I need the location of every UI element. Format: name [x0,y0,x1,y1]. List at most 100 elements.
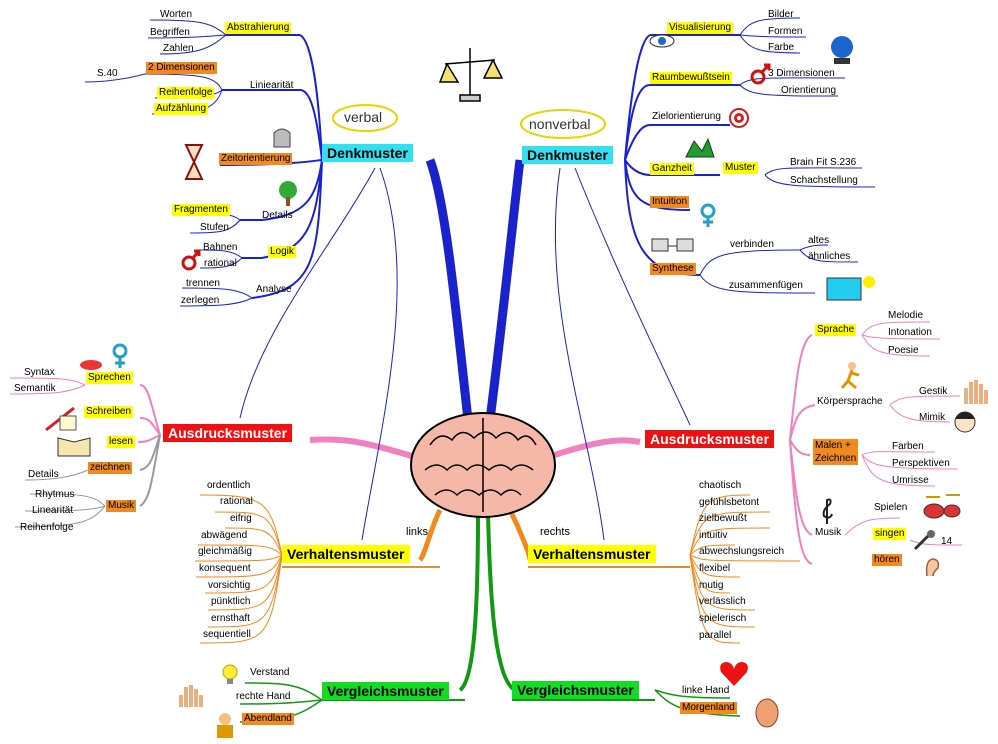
leaf-aehnliches: ähnliches [808,251,851,262]
left-verhaltensmuster-node[interactable]: Verhaltensmuster [282,545,410,563]
right-denkmuster-node[interactable]: Denkmuster [522,146,613,164]
treble-clef-icon [822,498,833,524]
node-zusammenfuegen[interactable]: zusammenfügen [729,280,803,291]
node-linearitaet[interactable]: Liniearität [250,80,294,91]
node-synthese[interactable]: Synthese [650,263,696,275]
quill-icon [45,406,77,432]
hand-icon-left [179,685,203,707]
leaf-syntax: Syntax [24,367,55,378]
leaf-details: Details [28,469,59,480]
node-schreiben[interactable]: Schreiben [84,406,134,418]
leaf-farben: Farben [892,441,924,452]
tree-icon [279,181,297,206]
male-symbol-icon-2 [750,63,771,85]
node-malen-zeichnen[interactable]: Malen +Zeichnen [813,439,859,465]
leaf-spielen: Spielen [874,502,908,513]
leaf-verstand: Verstand [250,667,290,678]
node-raumbewusstsein[interactable]: Raumbewußtsein [650,72,732,84]
leaf-verhalten-left-5: konsequent [199,563,251,574]
leaf-melodie: Melodie [888,310,924,321]
leaf-verhalten-right-7: verlässlich [699,596,746,607]
leaf-s40: S.40 [97,68,118,79]
leaf-semantik: Semantik [14,383,56,394]
node-muster[interactable]: Muster [723,162,758,174]
left-ausdrucksmuster-node[interactable]: Ausdrucksmuster [163,424,293,442]
woman-face-icon [954,411,976,433]
leaf-umrisse: Umrisse [892,475,929,486]
leaf-begriffen: Begriffen [150,27,190,38]
node-zeitorientierung[interactable]: Zeitorientierung [219,153,293,165]
leaf-verhalten-left-6: vorsichtig [208,580,251,591]
leaf-orientierung: Orientierung [781,85,837,96]
node-aufzaehlung[interactable]: Aufzählung [154,103,209,115]
leaf-verhalten-right-4: abwechslungsreich [699,546,785,557]
node-reihenfolge[interactable]: Reihenfolge [157,87,215,99]
lips-icon [80,360,102,370]
camera-icon [826,276,875,301]
leaf-verhalten-right-3: intuitiv [699,530,728,541]
node-intuition[interactable]: Intuition [650,196,690,208]
node-details[interactable]: Details [262,210,293,221]
node-fragmenten[interactable]: Fragmenten [172,204,230,216]
balance-scale-icon [438,48,504,102]
computers-icon [651,238,694,252]
leaf-altes: altes [808,235,830,246]
runner-icon [840,362,860,390]
eye-icon [649,34,675,48]
leaf-rational: rational [204,258,237,269]
node-logik[interactable]: Logik [268,246,296,258]
crystal-ball-icon [831,36,853,64]
node-analyse[interactable]: Analyse [256,284,292,295]
node-sprache[interactable]: Sprache [815,324,857,336]
ear-icon [925,558,940,577]
target-icon [729,108,749,128]
leaf-worten: Worten [160,9,193,20]
leaf-verhalten-right-6: mutig [699,580,724,591]
heart-icon [720,662,748,686]
node-zeichnen[interactable]: zeichnen [88,462,133,474]
node-lesen[interactable]: lesen [107,436,135,448]
node-2-dimensionen[interactable]: 2 Dimensionen [146,62,217,74]
node-ganzheit[interactable]: Ganzheit [650,163,695,175]
female-symbol-icon [112,343,128,368]
gravestone-icon [273,128,291,148]
node-musik-right[interactable]: Musik [815,527,842,538]
right-vergleichsmuster-node[interactable]: Vergleichsmuster [512,681,639,699]
left-vergleichsmuster-node[interactable]: Vergleichsmuster [322,682,449,700]
right-ausdrucksmuster-node[interactable]: Ausdrucksmuster [645,430,775,448]
book-icon [57,437,91,457]
leaf-verhalten-left-1: rational [220,496,253,507]
leaf-rechte-hand: rechte Hand [236,691,291,702]
person-icon [217,713,233,738]
node-koerpersprache[interactable]: Körpersprache [817,396,883,407]
leaf-abendland: Abendland [242,713,294,725]
leaf-verhalten-left-4: gleichmäßig [198,546,252,557]
leaf-hoeren: hören [872,554,902,566]
node-musik-left[interactable]: Musik [106,500,137,512]
malen-label: Malen + [815,440,851,451]
microphone-icon [913,530,935,551]
leaf-singen: singen [873,528,907,540]
node-zielorientierung[interactable]: Zielorientierung [652,111,721,122]
leaf-bahnen: Bahnen [203,242,238,253]
leaf-reihenfolge: Reihenfolge [20,522,74,533]
node-visualisierung[interactable]: Visualisierung [667,22,734,34]
male-symbol-icon [181,249,201,271]
leaf-gestik: Gestik [919,386,948,397]
brain-icon [410,412,556,518]
leaf-farbe: Farbe [768,42,795,53]
leaf-rhytmus: Rhytmus [35,489,75,500]
right-verhaltensmuster-node[interactable]: Verhaltensmuster [528,545,656,563]
node-abstrahierung[interactable]: Abstrahierung [225,22,292,34]
female-symbol-icon-2 [700,203,716,227]
leaf-3-dimensionen: 3 Dimensionen [768,68,835,79]
left-denkmuster-node[interactable]: Denkmuster [322,144,413,162]
node-verbinden[interactable]: verbinden [730,239,774,250]
node-sprechen[interactable]: Sprechen [86,372,133,384]
leaf-verhalten-right-0: chaotisch [699,480,742,491]
leaf-verhalten-right-2: zielbewußt [699,513,747,524]
leaf-intonation: Intonation [888,327,932,338]
hand-icon [964,380,988,404]
